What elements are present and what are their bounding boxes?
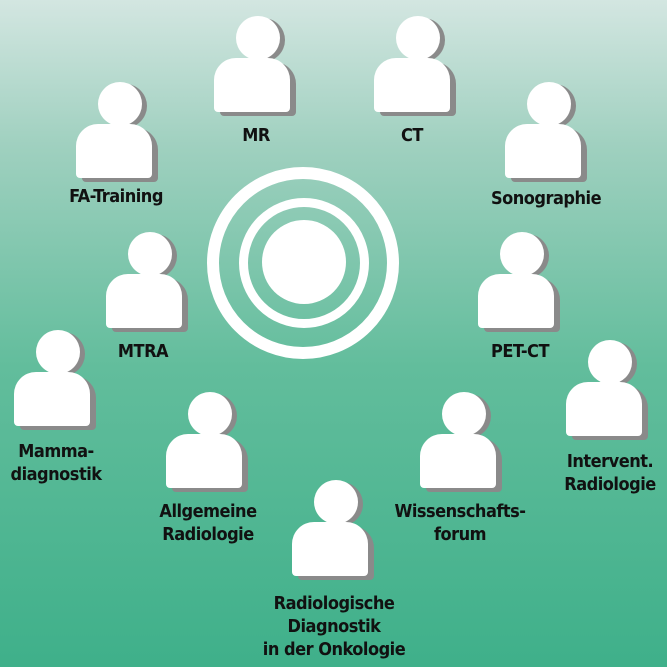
label-mtra-line: MTRA (117, 341, 169, 362)
label-ct: CT (401, 124, 423, 147)
label-ct-line: CT (401, 125, 423, 146)
person-allgemeine-icon[interactable] (166, 392, 252, 492)
inner-ring (239, 198, 369, 328)
label-pet-ct-line: PET-CT (491, 341, 550, 362)
center-disc (262, 220, 346, 304)
person-sonographie-icon[interactable] (505, 82, 591, 182)
label-onkologie-line1: Radiologische (273, 593, 395, 614)
label-onkologie: Radiologische Diagnostik in der Onkologi… (262, 592, 406, 661)
person-fa-training-icon[interactable] (76, 82, 162, 182)
person-intervent-icon[interactable] (566, 340, 652, 440)
label-intervent-line1: Intervent. (566, 451, 654, 472)
label-wissenschaft: Wissenschafts- forum (394, 500, 526, 546)
label-onkologie-line3: in der Onkologie (262, 639, 406, 660)
label-fa-training-line: FA-Training (69, 186, 163, 207)
label-allgemeine-line1: Allgemeine (159, 501, 257, 522)
person-onkologie-icon[interactable] (292, 480, 378, 580)
label-intervent-line2: Radiologie (564, 474, 656, 495)
label-mamma: Mamma- diagnostik (10, 440, 102, 486)
person-mr-icon[interactable] (214, 16, 300, 116)
label-fa-training: FA-Training (69, 185, 163, 208)
person-mamma-icon[interactable] (14, 330, 100, 430)
label-mamma-line1: Mamma- (18, 441, 94, 462)
person-ct-icon[interactable] (374, 16, 460, 116)
label-onkologie-line2: Diagnostik (287, 616, 381, 637)
label-allgemeine: Allgemeine Radiologie (159, 500, 257, 546)
label-sonographie-line: Sonographie (490, 188, 602, 209)
person-mtra-icon[interactable] (106, 232, 192, 332)
label-allgemeine-line2: Radiologie (162, 524, 254, 545)
label-mamma-line2: diagnostik (10, 464, 102, 485)
label-mr: MR (242, 124, 270, 147)
label-sonographie: Sonographie (490, 187, 602, 210)
label-mr-line: MR (242, 125, 270, 146)
person-pet-ct-icon[interactable] (478, 232, 564, 332)
label-mtra: MTRA (117, 340, 169, 363)
person-wissenschaft-icon[interactable] (420, 392, 506, 492)
label-intervent: Intervent. Radiologie (564, 450, 656, 496)
label-wissenschaft-line2: forum (433, 524, 487, 545)
label-wissenschaft-line1: Wissenschafts- (394, 501, 526, 522)
label-pet-ct: PET-CT (491, 340, 550, 363)
